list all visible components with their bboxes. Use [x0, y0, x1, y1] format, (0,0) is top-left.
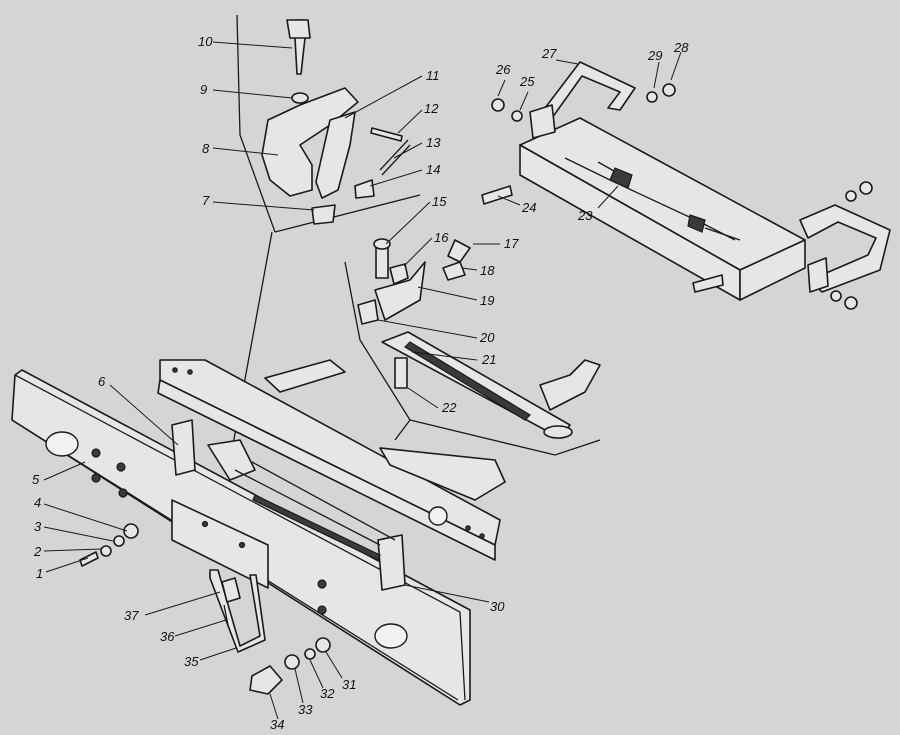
label-37: 37 — [124, 608, 139, 623]
label-33: 33 — [298, 702, 313, 717]
hardware-items — [79, 83, 873, 695]
rear-hitch-assembly — [481, 61, 891, 301]
label-34: 34 — [270, 717, 284, 732]
label-11: 11 — [426, 68, 440, 83]
part-labels: 1 2 3 4 5 6 7 8 9 10 11 12 13 14 15 16 1… — [32, 34, 689, 732]
tow-hook-assembly — [261, 19, 411, 225]
label-5: 5 — [32, 472, 40, 487]
label-19: 19 — [480, 293, 494, 308]
label-25: 25 — [519, 74, 535, 89]
label-28: 28 — [673, 40, 689, 55]
label-31: 31 — [342, 677, 356, 692]
label-29: 29 — [647, 48, 662, 63]
label-4: 4 — [34, 495, 41, 510]
label-14: 14 — [426, 162, 440, 177]
label-3: 3 — [34, 519, 42, 534]
label-27: 27 — [541, 46, 557, 61]
frame-cross-member — [157, 359, 506, 591]
label-36: 36 — [160, 629, 175, 644]
leader-lines — [43, 41, 682, 720]
label-1: 1 — [36, 566, 43, 581]
label-30: 30 — [490, 599, 505, 614]
label-12: 12 — [424, 101, 439, 116]
bracket-parts — [357, 238, 601, 439]
label-16: 16 — [434, 230, 449, 245]
label-22: 22 — [441, 400, 457, 415]
label-18: 18 — [480, 263, 495, 278]
label-10: 10 — [198, 34, 213, 49]
label-26: 26 — [495, 62, 511, 77]
label-32: 32 — [320, 686, 335, 701]
label-6: 6 — [98, 374, 106, 389]
label-7: 7 — [202, 193, 210, 208]
label-15: 15 — [432, 194, 447, 209]
label-23: 23 — [577, 208, 593, 223]
label-20: 20 — [479, 330, 495, 345]
label-2: 2 — [33, 544, 42, 559]
label-21: 21 — [481, 352, 496, 367]
label-9: 9 — [200, 82, 207, 97]
label-35: 35 — [184, 654, 199, 669]
bumper-beam — [11, 369, 471, 706]
label-24: 24 — [521, 200, 536, 215]
label-8: 8 — [202, 141, 210, 156]
label-13: 13 — [426, 135, 441, 150]
label-17: 17 — [504, 236, 519, 251]
